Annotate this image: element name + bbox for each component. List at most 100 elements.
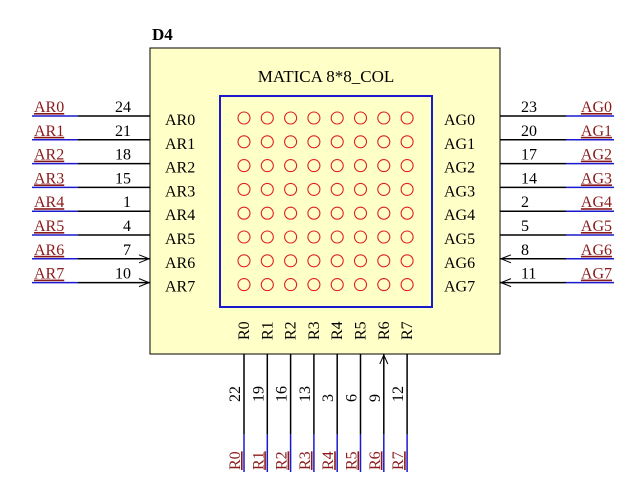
bottom-pin-group: R022R0R119R1R216R2R313R3R43R4R56R5R69R6R…: [227, 321, 416, 472]
component-title: MATICA 8*8_COL: [258, 67, 394, 86]
pin-name: AR3: [165, 183, 195, 200]
led-dot: [330, 278, 344, 292]
pin-number: 14: [521, 170, 537, 187]
led-dot: [260, 278, 274, 292]
led-dot: [330, 182, 344, 196]
led-dot: [307, 206, 321, 220]
led-dot: [400, 159, 414, 173]
pin-number: 1: [123, 194, 131, 211]
led-dot: [307, 135, 321, 149]
pin-number: 17: [521, 147, 537, 164]
led-dot: [284, 182, 298, 196]
net-label: AG3: [581, 170, 612, 187]
net-label: R6: [367, 451, 384, 470]
led-dot: [307, 159, 321, 173]
net-label: AG6: [581, 242, 612, 259]
led-dot: [284, 159, 298, 173]
net-label: AR1: [34, 123, 64, 140]
net-label: R2: [274, 451, 291, 470]
pin-number: 10: [115, 266, 131, 283]
led-dot: [307, 254, 321, 268]
pin-number: 18: [115, 147, 131, 164]
pin-name: AR6: [165, 255, 195, 272]
component-designator[interactable]: D4: [152, 25, 173, 44]
pin-number: 4: [123, 218, 131, 235]
pin-name: R0: [236, 321, 253, 340]
pin-number: 2: [521, 194, 529, 211]
component-body[interactable]: [149, 47, 501, 355]
pin-name: R5: [353, 321, 370, 340]
led-dot: [307, 182, 321, 196]
led-dot: [377, 159, 391, 173]
led-dot: [237, 159, 251, 173]
led-dot: [307, 278, 321, 292]
net-label: AR7: [34, 266, 64, 283]
pin-number: 5: [521, 218, 529, 235]
led-dot: [353, 182, 368, 196]
pin-name: AR2: [165, 160, 195, 177]
input-arrow-icon: [499, 278, 512, 288]
led-dot: [284, 230, 298, 244]
net-label: R0: [227, 451, 244, 470]
led-dot: [284, 135, 298, 149]
pin-name: AR7: [165, 279, 195, 296]
pin-number: 9: [367, 394, 384, 402]
led-dot: [237, 206, 251, 220]
pin-number: 6: [344, 394, 361, 402]
pin-number: 11: [521, 266, 536, 283]
led-dot: [330, 230, 344, 244]
net-label: AR5: [34, 218, 64, 235]
led-dot: [400, 111, 414, 125]
net-label: AG2: [581, 147, 612, 164]
pin-number: 19: [250, 386, 267, 402]
led-dot: [400, 135, 414, 149]
led-dot: [307, 230, 321, 244]
led-dot: [353, 159, 368, 173]
led-dot: [377, 254, 391, 268]
led-dot: [260, 254, 274, 268]
pin-name: AG2: [444, 160, 475, 177]
pin-name: R1: [259, 321, 276, 340]
led-dot: [260, 159, 274, 173]
led-dot: [377, 135, 391, 149]
pin-number: 8: [521, 242, 529, 259]
net-label: AG5: [581, 218, 612, 235]
led-dot: [330, 135, 344, 149]
pin-name: AG6: [444, 255, 475, 272]
net-label: AG0: [581, 99, 612, 116]
pin-number: 13: [297, 386, 314, 402]
pin-number: 23: [521, 99, 537, 116]
led-dot: [330, 206, 344, 220]
led-dot: [400, 230, 414, 244]
led-dot: [284, 111, 298, 125]
pin-number: 15: [115, 170, 131, 187]
pin-name: AR1: [165, 136, 195, 153]
led-dot: [260, 135, 274, 149]
net-label: R5: [344, 451, 361, 470]
